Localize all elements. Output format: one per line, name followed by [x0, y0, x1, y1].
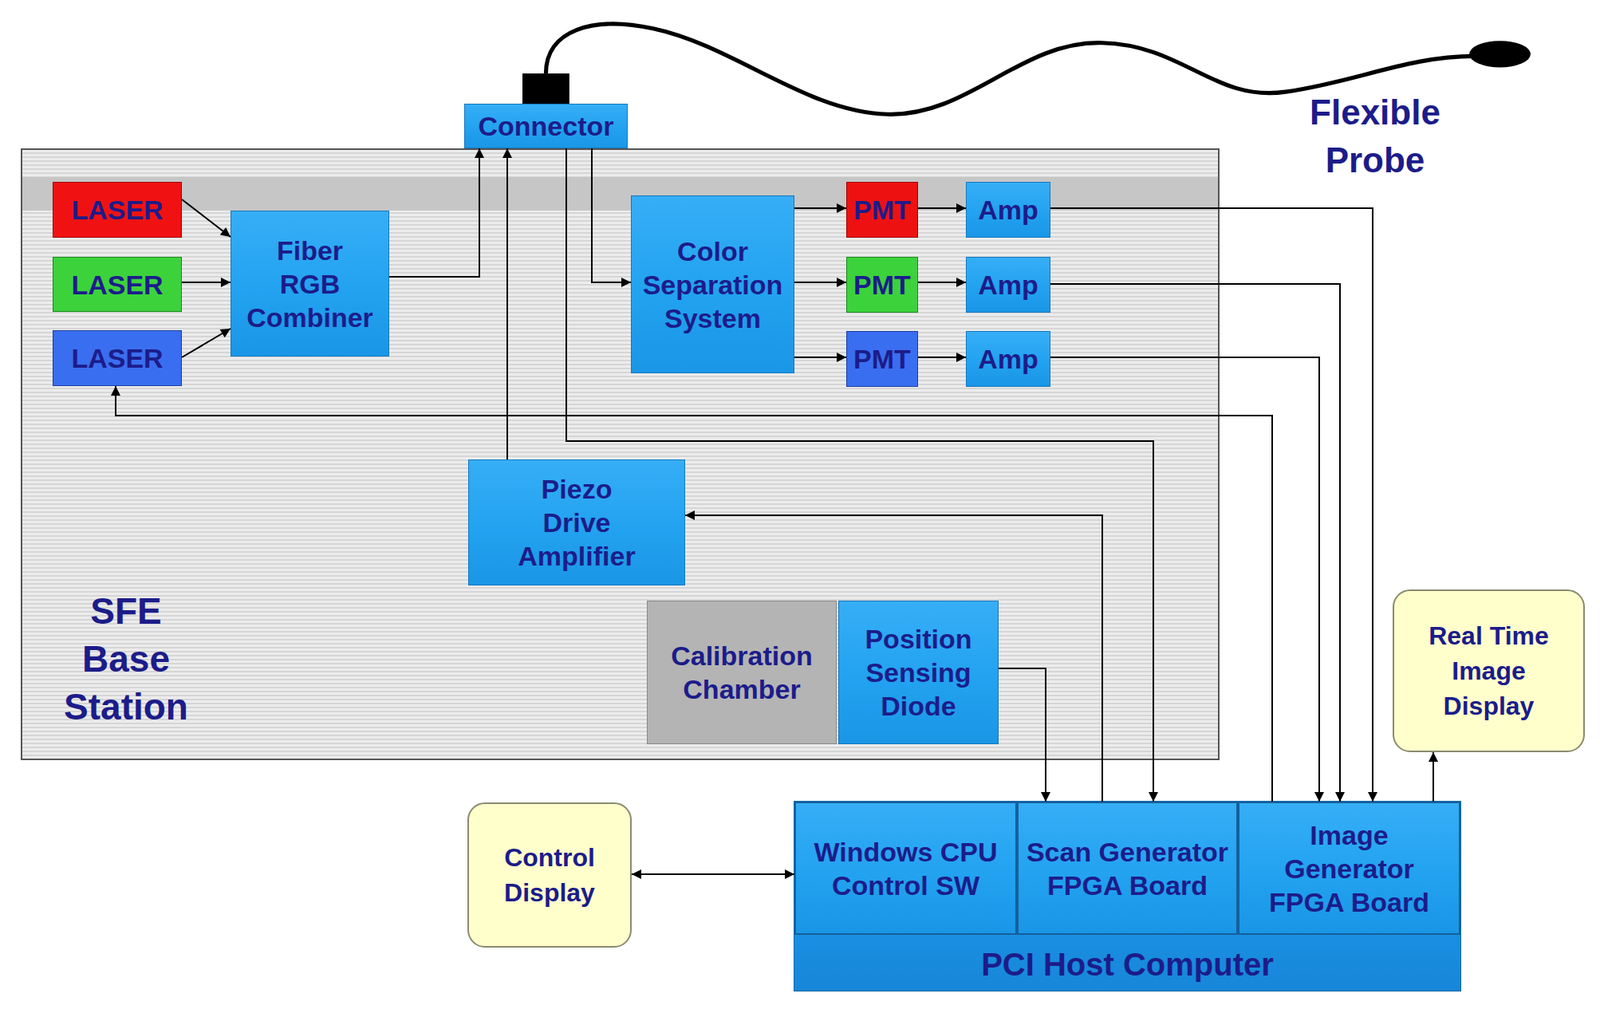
host-computer: PCI Host Computer Windows CPU Control SWS… [793, 800, 1462, 992]
signal-connector [1050, 208, 1373, 802]
signal-connector [506, 148, 509, 460]
signal-connector [591, 148, 631, 283]
display-box: Control Display [467, 802, 632, 948]
pmt-box: PMT [846, 181, 919, 238]
node-text: Real Time Image Display [1414, 618, 1564, 724]
signal-connector [1050, 357, 1320, 802]
node-text: Amp [977, 193, 1039, 227]
node-text: PCI Host Computer [794, 937, 1461, 991]
signal-connector [181, 199, 231, 237]
laser-box: LASER [52, 330, 182, 387]
signal-connector [998, 668, 1046, 802]
connector-plug [522, 73, 570, 106]
node-text: LASER [70, 341, 163, 375]
node-text: Windows CPU Control SW [802, 835, 1009, 903]
signal-connector [566, 148, 1154, 802]
connector-box: Connector [464, 103, 628, 149]
base-station: SFE Base Station LASER LASER LASER Fiber RGB… [20, 148, 1220, 761]
node-text: PMT [853, 193, 911, 227]
node-text: Color Separation System [634, 234, 791, 335]
node-text: Fiber RGB Combiner [245, 233, 375, 335]
signal-connector [631, 873, 795, 875]
amp-box: Amp [965, 256, 1051, 313]
node-text: Position Sensing Diode [842, 622, 995, 723]
node-text: Amp [977, 342, 1039, 376]
signal-connector [1050, 283, 1340, 802]
node-text: Calibration Chamber [652, 638, 832, 706]
signal-connector [181, 281, 231, 284]
node-text: PMT [853, 267, 911, 302]
node-text: PMT [853, 342, 911, 376]
node-text: Amp [977, 267, 1039, 302]
signal-connector [794, 281, 847, 284]
signal-connector [918, 281, 966, 284]
node-text: Control Display [473, 839, 626, 911]
laser-box: LASER [52, 256, 182, 312]
board-box: Image Generator FPGA Board [1237, 801, 1461, 935]
process-box: Piezo Drive Amplifier [468, 459, 686, 586]
board-box: Scan Generator FPGA Board [1016, 801, 1238, 935]
node-text: LASER [70, 193, 163, 227]
pmt-box: PMT [846, 331, 919, 387]
laser-box: LASER [52, 181, 182, 238]
node-text: SFE Base Station [46, 587, 206, 731]
signal-connector [685, 515, 1103, 802]
board-box: Windows CPU Control SW [794, 801, 1017, 935]
probe-label: Flexible Probe [1279, 88, 1471, 185]
signal-connector [918, 207, 966, 209]
node-text: Piezo Drive Amplifier [508, 472, 645, 573]
chamber-box: Calibration Chamber [646, 600, 837, 745]
signal-connector [794, 207, 847, 209]
amp-box: Amp [965, 181, 1051, 238]
sensor-box: Position Sensing Diode [838, 600, 999, 745]
node-text: Connector [478, 109, 615, 143]
signal-connector [181, 328, 231, 358]
amp-box: Amp [965, 331, 1051, 387]
signal-connector [1432, 752, 1435, 802]
signal-connector [794, 356, 847, 359]
display-box: Real Time Image Display [1392, 589, 1585, 753]
node-text: Image Generator FPGA Board [1244, 818, 1455, 919]
node-text: LASER [70, 267, 163, 302]
node-text: Scan Generator FPGA Board [1023, 835, 1232, 903]
pmt-box: PMT [846, 256, 919, 313]
signal-connector [918, 356, 966, 359]
process-box: Color Separation System [630, 195, 795, 374]
signal-connector [389, 148, 480, 277]
signal-connector [115, 386, 1273, 802]
probe-tip [1469, 40, 1531, 67]
process-box: Fiber RGB Combiner [230, 210, 390, 357]
